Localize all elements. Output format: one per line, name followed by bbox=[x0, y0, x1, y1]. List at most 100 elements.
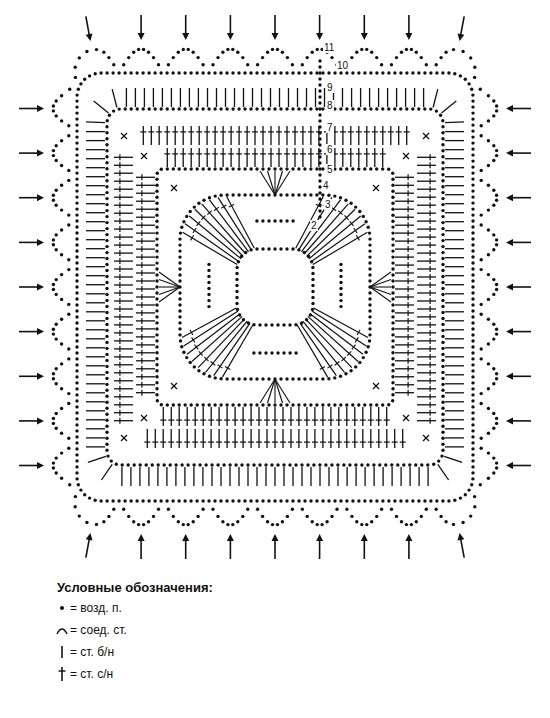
sc-stitch bbox=[86, 275, 105, 276]
fan-stitch bbox=[275, 379, 290, 403]
arrow-head bbox=[37, 194, 44, 201]
chain-dot bbox=[85, 521, 88, 524]
dc-bar bbox=[354, 228, 357, 233]
chain-dot bbox=[178, 291, 181, 294]
chain-dot bbox=[355, 51, 358, 54]
dc-bar bbox=[218, 365, 223, 368]
dc-stitch bbox=[395, 232, 414, 233]
chain-dot bbox=[480, 447, 483, 450]
chain-dot bbox=[130, 107, 133, 110]
sc-stitch bbox=[252, 88, 253, 107]
chain-dot bbox=[471, 447, 474, 450]
chain-dot bbox=[351, 499, 354, 502]
chain-dot bbox=[271, 523, 274, 526]
arrow-line bbox=[461, 538, 465, 558]
chain-dot bbox=[235, 278, 238, 281]
row-number: 6 bbox=[326, 144, 334, 155]
chain-dot bbox=[480, 402, 483, 405]
dc-bar bbox=[320, 367, 325, 370]
chain-dot bbox=[171, 499, 174, 502]
chain-dot bbox=[492, 278, 495, 281]
chain-dot bbox=[351, 71, 354, 74]
chain-dot bbox=[83, 493, 86, 496]
chain-dot bbox=[330, 56, 333, 59]
sc-stitch bbox=[86, 374, 105, 375]
chain-dot bbox=[471, 399, 474, 402]
chain-dot bbox=[391, 339, 394, 342]
chain-dot bbox=[264, 463, 267, 466]
chain-dot bbox=[105, 371, 108, 374]
chain-dot bbox=[439, 114, 442, 117]
chain-dot bbox=[178, 249, 181, 252]
sc-stitch bbox=[445, 302, 464, 303]
sc-stitch bbox=[86, 158, 105, 159]
sc-cross bbox=[141, 153, 147, 159]
dc-stitch bbox=[203, 407, 204, 426]
dc-stitch bbox=[114, 173, 133, 174]
dc-stitch bbox=[395, 280, 414, 281]
chain-dot bbox=[387, 499, 390, 502]
sc-stitch bbox=[445, 221, 464, 222]
dc-bar bbox=[141, 286, 142, 292]
fan-stitch bbox=[159, 287, 180, 295]
chain-dot bbox=[471, 243, 474, 246]
sc-stitch bbox=[387, 88, 388, 107]
chain-dot bbox=[179, 231, 182, 234]
chain-dot bbox=[471, 417, 474, 420]
dc-stitch bbox=[136, 185, 155, 186]
chain-dot bbox=[235, 284, 238, 287]
dc-bar bbox=[208, 442, 214, 443]
chain-dot bbox=[391, 327, 394, 330]
chain-dot bbox=[441, 305, 444, 308]
dc-bar bbox=[357, 330, 360, 335]
chain-dot bbox=[177, 499, 180, 502]
chain-dot bbox=[487, 432, 490, 435]
dc-stitch bbox=[311, 224, 365, 262]
chain-dot bbox=[395, 56, 398, 59]
sc-stitch bbox=[400, 467, 401, 486]
dc-stitch bbox=[395, 360, 414, 361]
chain-dot bbox=[471, 321, 474, 324]
sc-stitch bbox=[355, 467, 356, 486]
chain-dot bbox=[453, 499, 456, 502]
dc-stitch bbox=[266, 429, 267, 448]
chain-dot bbox=[368, 243, 371, 246]
dc-stitch bbox=[114, 364, 133, 365]
chain-dot bbox=[291, 167, 294, 170]
arrow-head bbox=[37, 373, 44, 380]
dc-stitch bbox=[390, 126, 391, 145]
chain-dot bbox=[351, 167, 354, 170]
chain-dot bbox=[52, 377, 55, 380]
chain-dot bbox=[75, 471, 78, 474]
arrow-head bbox=[86, 533, 93, 541]
chain-dot bbox=[333, 403, 336, 406]
chain-dot bbox=[471, 153, 474, 156]
chain-dot bbox=[423, 107, 426, 110]
sc-stitch bbox=[445, 131, 464, 132]
chain-dot bbox=[391, 291, 394, 294]
dc-bar bbox=[119, 354, 120, 360]
chain-dot bbox=[492, 427, 495, 430]
chain-dot bbox=[122, 63, 125, 66]
chain-dot bbox=[105, 389, 108, 392]
chain-dot bbox=[105, 341, 108, 344]
chain-dot bbox=[105, 359, 108, 362]
chain-dot bbox=[237, 377, 240, 380]
chain-dot bbox=[261, 247, 264, 250]
dc-bar bbox=[408, 366, 409, 372]
dc-bar bbox=[232, 420, 238, 421]
chain-dot bbox=[52, 238, 55, 241]
chain-dot bbox=[492, 323, 495, 326]
chain-dot bbox=[155, 214, 158, 217]
chain-dot bbox=[117, 499, 120, 502]
single-crochet-symbol bbox=[61, 646, 63, 658]
chain-dot bbox=[264, 351, 267, 354]
chain-dot bbox=[105, 245, 108, 248]
chain-dot bbox=[400, 51, 403, 54]
chain-dot bbox=[155, 291, 158, 294]
dc-stitch bbox=[274, 429, 275, 448]
chain-dot bbox=[75, 237, 78, 240]
dc-stitch bbox=[334, 148, 335, 167]
dc-bar bbox=[224, 442, 230, 443]
chain-dot bbox=[105, 125, 108, 128]
